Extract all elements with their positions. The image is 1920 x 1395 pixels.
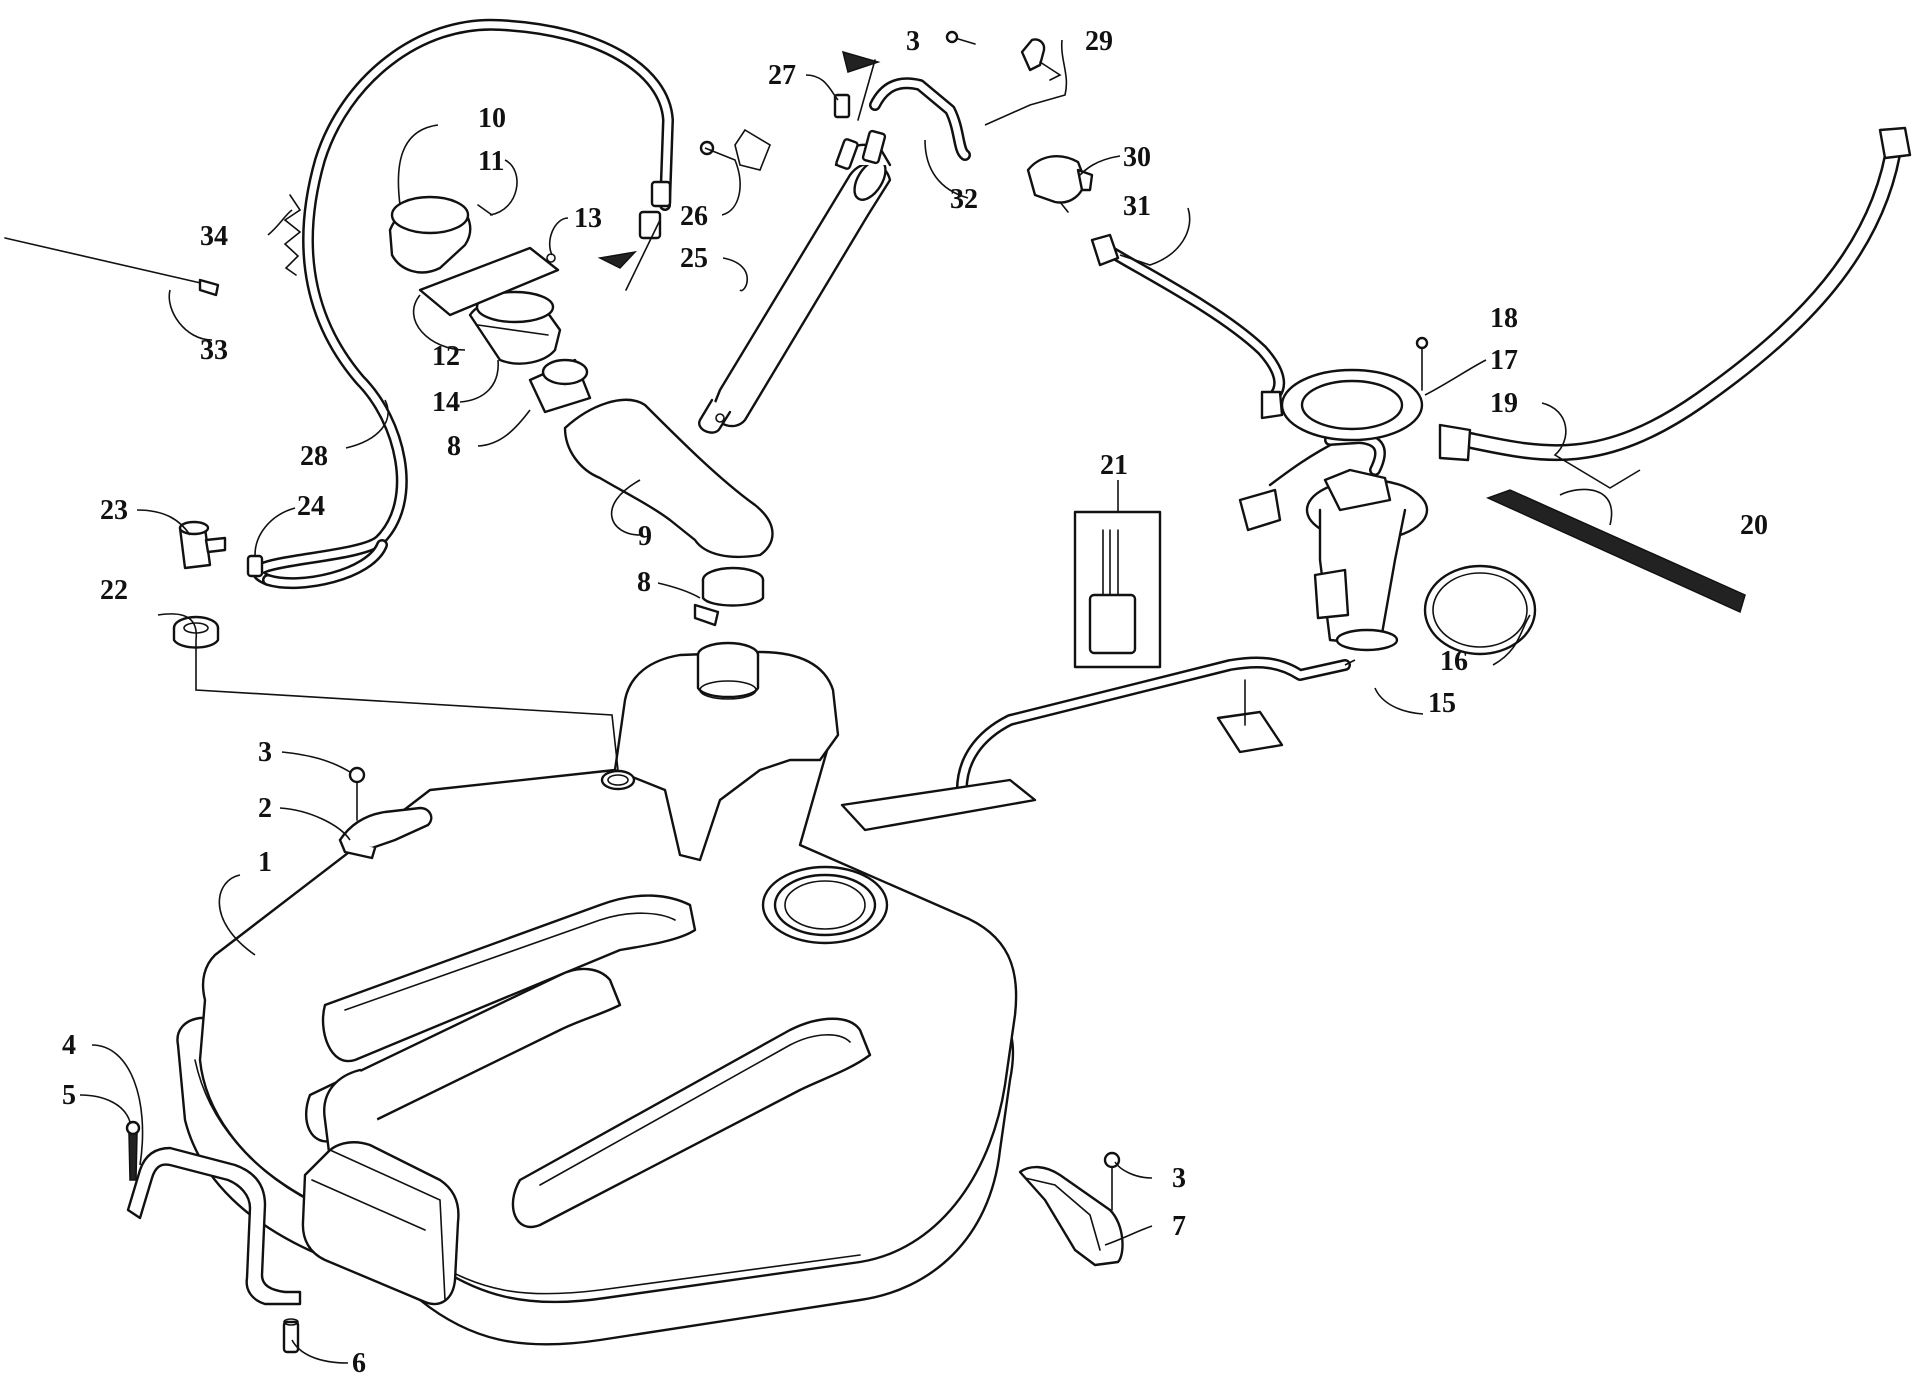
callout-13: 13 — [574, 203, 602, 234]
callout-10: 10 — [478, 103, 506, 134]
callout-1: 1 — [258, 847, 272, 878]
callout-27: 27 — [768, 60, 796, 91]
hose-clamp — [246, 554, 264, 578]
callout-8: 8 — [447, 431, 461, 462]
fuel-tank — [176, 641, 1018, 1346]
filler-gasket — [418, 246, 560, 317]
callout-22: 22 — [100, 575, 128, 606]
pressure-regulator — [1026, 154, 1087, 204]
callout-30: 30 — [1123, 142, 1151, 173]
screw-icon — [477, 204, 493, 216]
callout-28: 28 — [300, 441, 328, 472]
callout-18: 18 — [1490, 303, 1518, 334]
callout-25: 25 — [680, 243, 708, 274]
regulator-bracket — [1020, 38, 1046, 72]
callout-33: 33 — [200, 335, 228, 366]
callout-17: 17 — [1490, 345, 1518, 376]
callout-3: 3 — [258, 737, 272, 768]
callout-12: 12 — [432, 341, 460, 372]
callout-34: 34 — [200, 221, 228, 252]
callout-24: 24 — [297, 491, 325, 522]
callout-2: 2 — [258, 793, 272, 824]
screw-icon — [954, 37, 976, 45]
fuel-probe — [4, 237, 206, 285]
callout-3: 3 — [1172, 1163, 1186, 1194]
callout-7: 7 — [1172, 1211, 1186, 1242]
callout-31: 31 — [1123, 191, 1151, 222]
callout-3: 3 — [906, 26, 920, 57]
bracket-right — [1018, 1165, 1124, 1267]
callout-11: 11 — [478, 146, 504, 177]
callout-labels: 1 2 3 3 3 4 5 6 7 8 8 9 10 11 12 13 14 1… — [62, 26, 1768, 1379]
flow-arrow-icon — [841, 50, 881, 73]
screw-icon — [546, 253, 556, 263]
bolt-icon — [125, 1120, 141, 1136]
callout-5: 5 — [62, 1080, 76, 1111]
pump-gasket — [1423, 564, 1537, 656]
tank-strap — [126, 1146, 302, 1306]
callout-16: 16 — [1440, 646, 1468, 677]
callout-8: 8 — [637, 567, 651, 598]
fuel-pump-assembly — [1238, 432, 1429, 652]
callout-9: 9 — [638, 521, 652, 552]
filter-clip — [833, 93, 851, 119]
fuel-filter — [698, 129, 892, 434]
callout-6: 6 — [352, 1348, 366, 1379]
callout-26: 26 — [680, 201, 708, 232]
callout-20: 20 — [1740, 510, 1768, 541]
callout-29: 29 — [1085, 26, 1113, 57]
callout-14: 14 — [432, 387, 460, 418]
conduit-sleeve — [1486, 489, 1746, 614]
screw-icon — [348, 766, 366, 784]
callout-32: 32 — [950, 184, 978, 215]
callout-19: 19 — [1490, 388, 1518, 419]
filler-hose — [563, 398, 774, 559]
return-hose — [1102, 244, 1286, 401]
leader-lines — [79, 39, 1641, 1364]
spacer — [282, 1320, 300, 1354]
callout-15: 15 — [1428, 688, 1456, 719]
flow-arrow-icon — [597, 250, 638, 269]
spring-icon — [283, 194, 302, 276]
callout-4: 4 — [62, 1030, 76, 1061]
callout-21: 21 — [1100, 450, 1128, 481]
callout-23: 23 — [100, 495, 128, 526]
